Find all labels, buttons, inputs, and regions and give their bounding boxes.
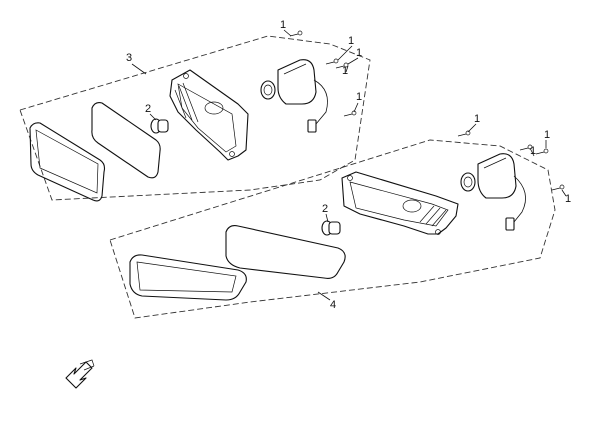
upper-lamp-housing — [169, 69, 249, 161]
callout-3: 3 — [126, 52, 132, 64]
upper-screws — [289, 30, 357, 117]
arrow-icon — [65, 359, 95, 389]
assembly-3-boundary — [19, 35, 371, 201]
upper-callouts: 1 1 1 1 1 2 3 — [126, 19, 362, 121]
callout-1-top-a: 1 — [280, 19, 286, 31]
lower-bulb — [321, 220, 341, 236]
lower-socket — [460, 172, 476, 192]
lower-screws — [457, 130, 565, 191]
upper-outer-lens — [29, 122, 106, 202]
callout-1-mid: 1 — [356, 91, 362, 103]
upper-connector — [277, 59, 328, 133]
upper-inner-lens — [91, 102, 161, 179]
upper-socket — [260, 80, 276, 100]
lower-callouts: 1 1 1 1 2 4 — [317, 113, 571, 311]
callout-1-low-a: 1 — [474, 113, 480, 125]
callout-4: 4 — [330, 299, 336, 311]
callout-2-upper: 2 — [145, 103, 151, 115]
callout-1-low-d: 1 — [565, 193, 571, 205]
callout-1-low-c: 1 — [530, 145, 536, 157]
assembly-4-boundary — [109, 139, 556, 319]
lower-connector — [477, 153, 526, 231]
lower-outer-lens — [129, 254, 247, 301]
callout-1-low-b: 1 — [544, 129, 550, 141]
callout-1-top-d: 1 — [342, 65, 348, 77]
callout-1-top-c: 1 — [356, 47, 362, 59]
callout-2-lower: 2 — [322, 203, 328, 215]
upper-bulb — [150, 118, 169, 134]
lower-inner-lens — [225, 225, 346, 279]
callout-1-top-b: 1 — [348, 35, 354, 47]
lower-lamp-housing — [341, 171, 459, 235]
